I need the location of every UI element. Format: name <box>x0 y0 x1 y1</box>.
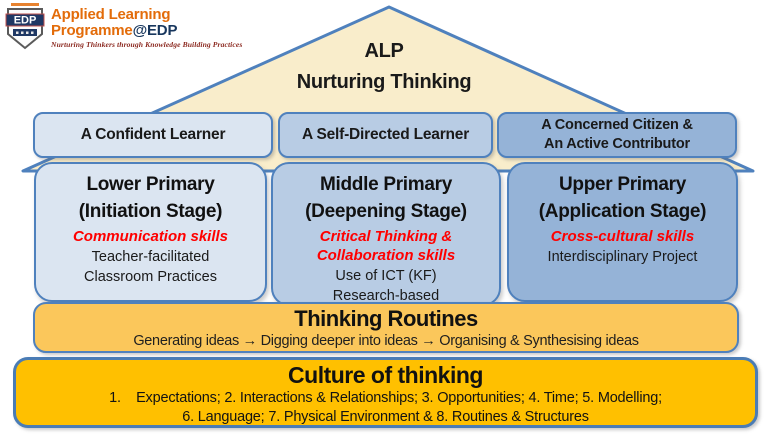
stage-practices: Teacher-facilitated Classroom Practices <box>84 249 217 285</box>
outcome-label: A Concerned Citizen & An Active Contribu… <box>541 117 693 152</box>
culture-line-2: 6. Language; 7. Physical Environment & 8… <box>182 409 589 425</box>
stage-skills: Cross-cultural skills <box>550 228 695 245</box>
stage-practices: Use of ICT (KF) Research-based <box>332 268 440 304</box>
culture-line-1: 1. Expectations; 2. Interactions & Relat… <box>109 390 662 406</box>
thinking-routines-title: Thinking Routines <box>294 306 478 331</box>
logo-name-line2: Programme@EDP <box>51 22 178 39</box>
stage-title: Lower Primary (Initiation Stage) <box>78 174 223 222</box>
roof-title: ALP <box>364 40 404 62</box>
outcome-label: A Self-Directed Learner <box>301 126 470 143</box>
thinking-routines-bar: Thinking Routines Generating ideas → Dig… <box>33 302 739 353</box>
stage-box-middle-primary: Middle Primary (Deepening Stage) Critica… <box>271 162 501 306</box>
logo-name-line1: Applied Learning <box>51 6 171 23</box>
outcome-label: A Confident Learner <box>80 126 226 143</box>
stage-practices: Interdisciplinary Project <box>547 249 698 265</box>
roof-subtitle: Nurturing Thinking <box>296 71 472 93</box>
svg-text:EDP: EDP <box>14 15 37 27</box>
outcome-box-confident-learner: A Confident Learner <box>33 112 273 158</box>
stage-title: Upper Primary (Application Stage) <box>538 174 707 222</box>
stage-skills: Critical Thinking & Collaboration skills <box>316 228 456 264</box>
edp-shield-icon: EDP <box>5 3 45 50</box>
outcome-box-concerned-citizen: A Concerned Citizen & An Active Contribu… <box>497 112 737 158</box>
culture-title: Culture of thinking <box>288 362 483 388</box>
edp-logo: EDP Applied Learning Programme@EDP Nurtu… <box>4 2 254 54</box>
stage-skills: Communication skills <box>72 228 229 245</box>
thinking-routines-subtitle: Generating ideas → Digging deeper into i… <box>133 333 639 349</box>
logo-tagline: Nurturing Thinkers through Knowledge Bui… <box>51 40 243 49</box>
stage-box-lower-primary: Lower Primary (Initiation Stage) Communi… <box>34 162 267 302</box>
stage-box-upper-primary: Upper Primary (Application Stage) Cross-… <box>507 162 738 302</box>
culture-of-thinking-bar: Culture of thinking 1. Expectations; 2. … <box>13 357 758 428</box>
logo-text: Applied Learning Programme@EDP Nurturing… <box>51 6 256 50</box>
outcome-box-self-directed-learner: A Self-Directed Learner <box>278 112 493 158</box>
stage-title: Middle Primary (Deepening Stage) <box>305 174 467 222</box>
